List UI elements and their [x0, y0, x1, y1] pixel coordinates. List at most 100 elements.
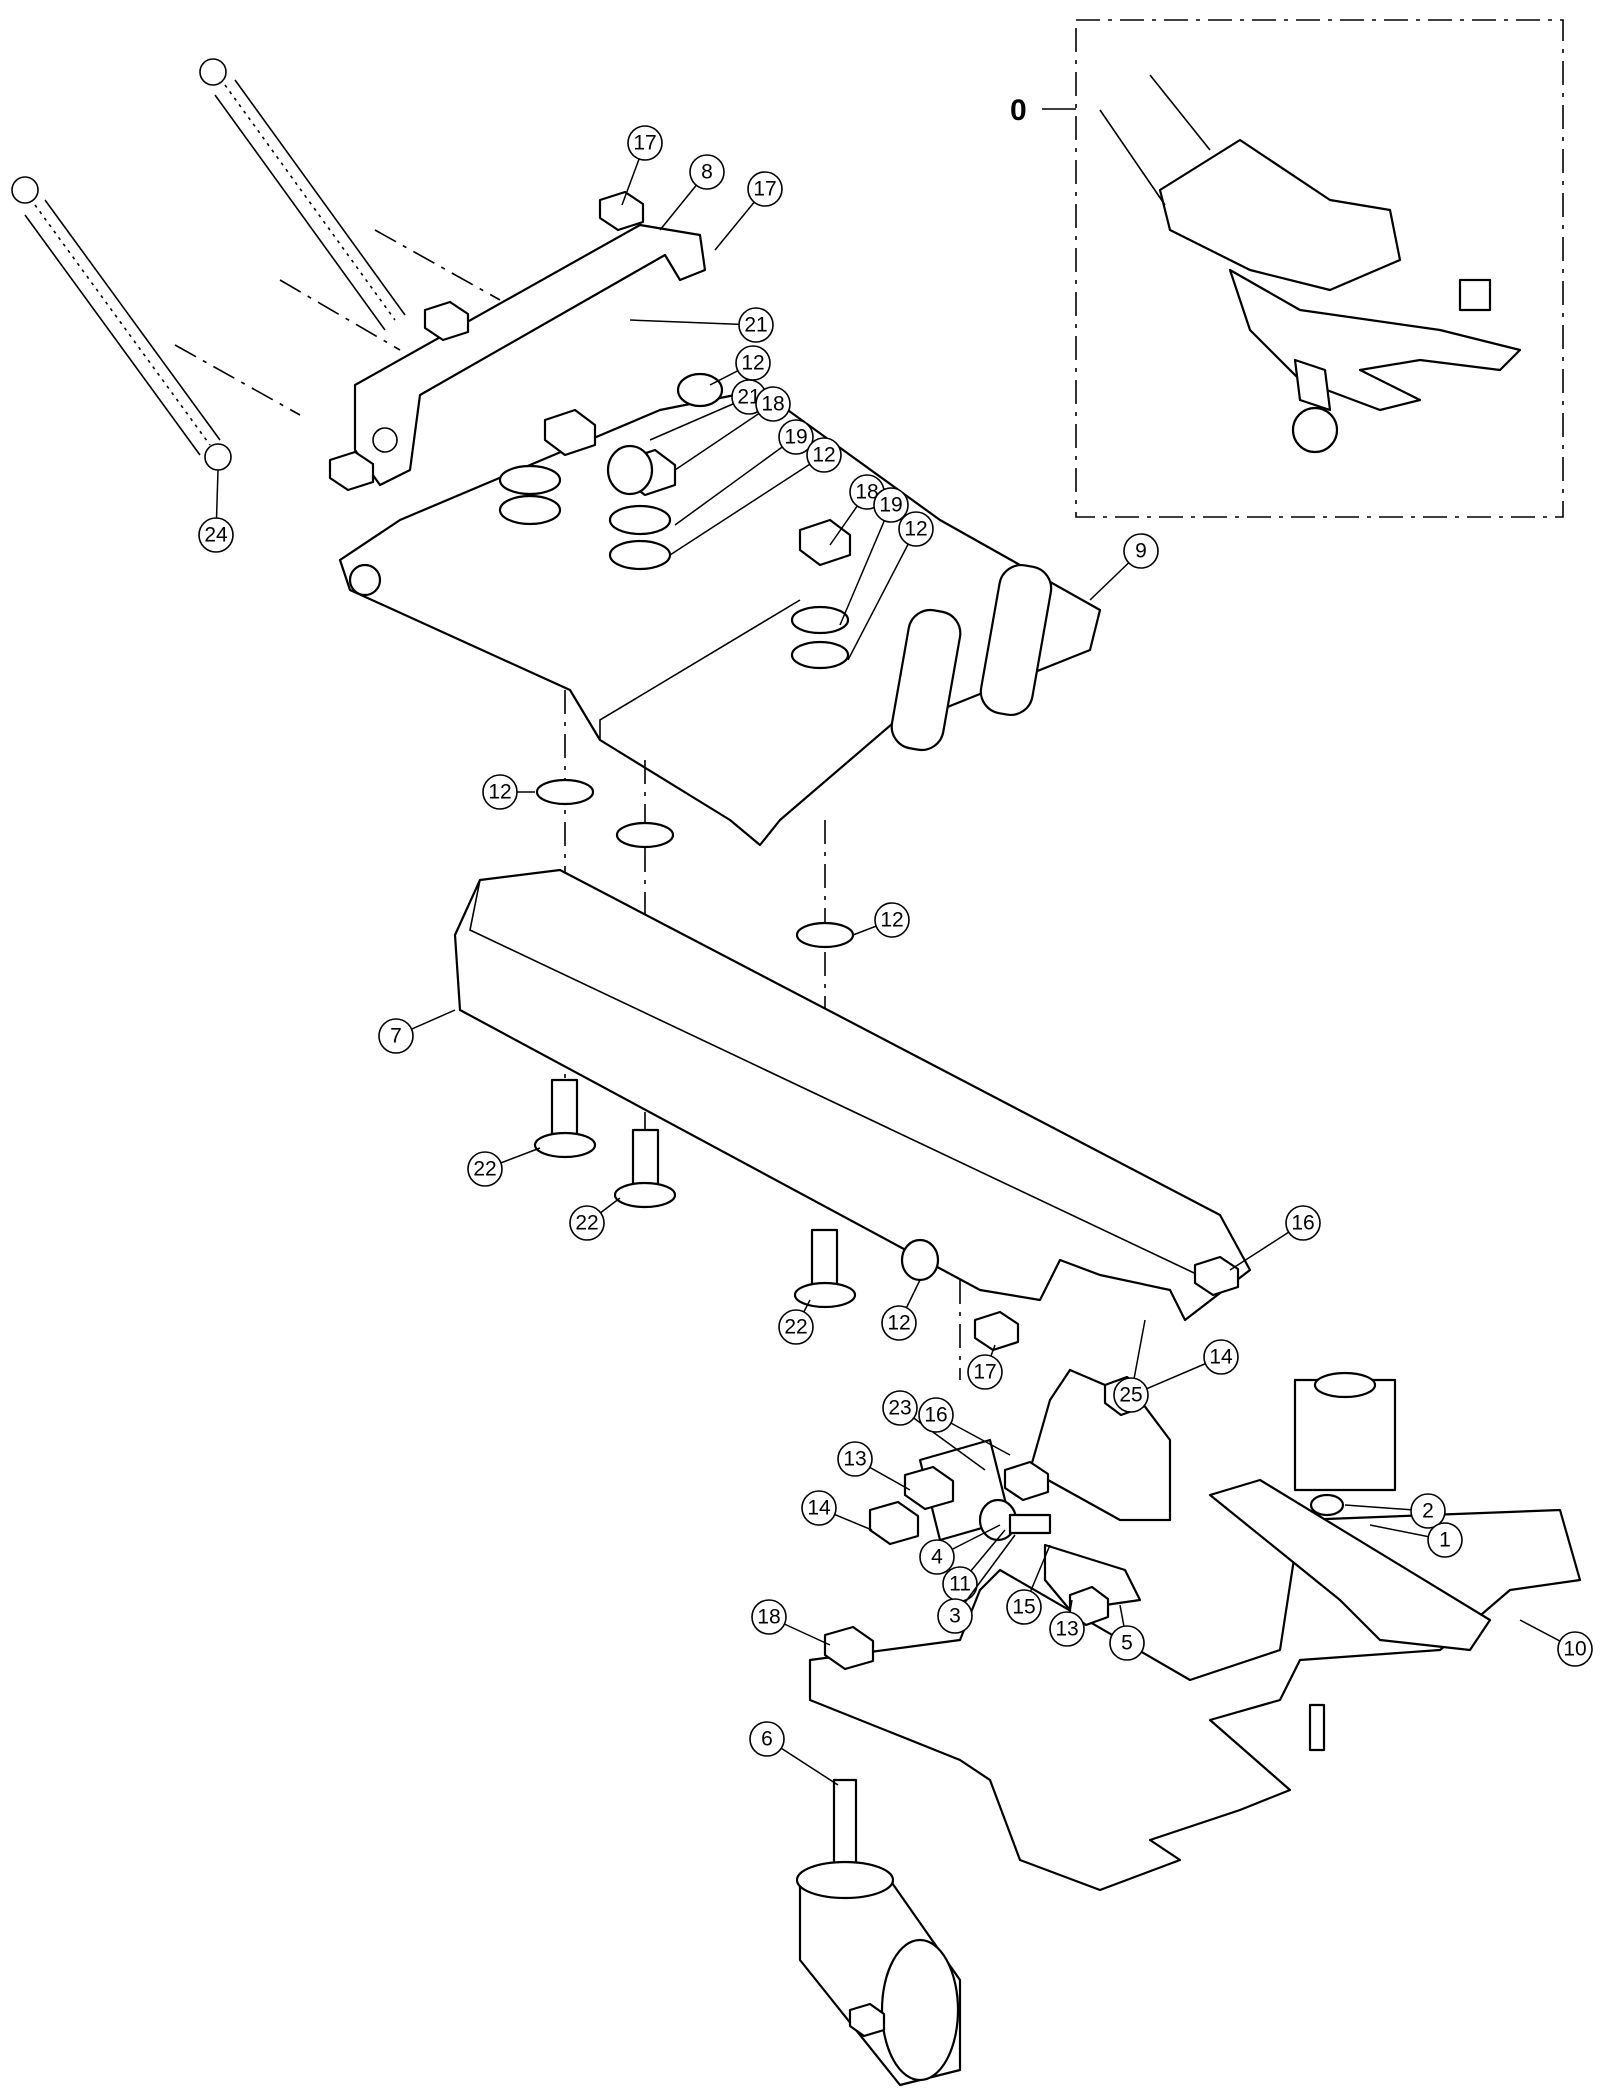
assembly-callout: 0: [1010, 94, 1027, 127]
callout-3: 3: [937, 1534, 1016, 1634]
spring-upper: [199, 58, 406, 331]
callout-18: 18: [829, 474, 885, 546]
callout-circle: [882, 1390, 918, 1426]
callout-number: 3: [949, 1605, 961, 1628]
leader-line: [669, 454, 825, 556]
assembly-inset: 0: [1010, 19, 1564, 518]
callout-number: 25: [1119, 1384, 1142, 1407]
callout-circle: [937, 1598, 973, 1634]
callout-number: 13: [1055, 1618, 1078, 1641]
leader-line: [629, 319, 757, 326]
leader-line: [649, 396, 750, 441]
callout-24: 24: [198, 469, 234, 553]
callout-6: 6: [749, 1721, 839, 1786]
callout-circle: [1427, 1522, 1463, 1558]
callout-number: 15: [1012, 1596, 1035, 1619]
callout-number: 12: [488, 781, 511, 804]
callout-2: 2: [1344, 1493, 1446, 1529]
lower-bracket: [1028, 1368, 1172, 1522]
callout-circle: [873, 487, 909, 523]
callout-13: 13: [1049, 1599, 1085, 1647]
caster-mount: [1293, 1378, 1397, 1492]
callout-circle: [1410, 1493, 1446, 1529]
callout-12: 12: [847, 511, 934, 661]
callout-circle: [778, 1309, 814, 1345]
callout-number: 21: [737, 386, 760, 409]
callout-number: 10: [1563, 1638, 1586, 1661]
callout-circle: [1285, 1205, 1321, 1241]
callout-13: 13: [837, 1441, 911, 1491]
callout-18: 18: [674, 386, 791, 471]
callout-number: 14: [807, 1497, 831, 1520]
callout-5: 5: [1109, 1604, 1145, 1661]
callout-circle: [1113, 1377, 1149, 1413]
callout-circle: [1049, 1611, 1085, 1647]
callout-circle: [198, 517, 234, 553]
callout-15: 15: [1006, 1544, 1051, 1625]
callout-circle: [874, 902, 910, 938]
callout-12: 12: [482, 774, 535, 810]
callout-12: 12: [709, 345, 771, 386]
leader-line: [847, 528, 917, 661]
callout-circle: [778, 419, 814, 455]
callout-number: 8: [701, 161, 713, 184]
callout-number: 2: [1422, 1500, 1434, 1523]
callout-number: 18: [855, 481, 878, 504]
callout-17: 17: [621, 125, 663, 206]
callout-circle: [751, 1599, 787, 1635]
callout-circle: [738, 307, 774, 343]
callout-number: 12: [741, 352, 764, 375]
spring-24: [11, 176, 232, 471]
callout-circle: [1109, 1625, 1145, 1661]
callout-circle: [806, 437, 842, 473]
callout-circle: [898, 511, 934, 547]
callout-circle: [378, 1018, 414, 1054]
callout-number: 22: [575, 1212, 598, 1235]
hardware-upper: [328, 190, 852, 670]
callout-circle: [919, 1539, 955, 1575]
callout-number: 22: [784, 1316, 807, 1339]
wrench: [1208, 1478, 1492, 1652]
callout-number: 16: [924, 1404, 947, 1427]
callout-number: 4: [931, 1546, 943, 1569]
callout-circle: [749, 1721, 785, 1757]
callout-circle: [755, 386, 791, 422]
callout-circle: [467, 1151, 503, 1187]
callout-9: 9: [1089, 533, 1159, 601]
callout-19: 19: [839, 487, 909, 626]
callout-circle: [1006, 1589, 1042, 1625]
callout-number: 5: [1121, 1632, 1133, 1655]
callout-circle: [967, 1354, 1003, 1390]
callout-circle: [747, 171, 783, 207]
callout-25: 25: [1113, 1319, 1149, 1413]
callout-number: 9: [1135, 540, 1147, 563]
callout-4: 4: [919, 1524, 1001, 1575]
caster-wheel-6: [795, 1778, 962, 2087]
callout-circle: [569, 1205, 605, 1241]
callout-number: 6: [761, 1728, 773, 1751]
callout-17: 17: [967, 1344, 1003, 1390]
callout-22: 22: [467, 1147, 541, 1187]
callout-number: 19: [879, 494, 902, 517]
callout-12: 12: [881, 1279, 921, 1341]
callout-19: 19: [674, 419, 814, 526]
callout-number: 17: [633, 132, 656, 155]
adjuster-assembly: [868, 1375, 1145, 1627]
callout-14: 14: [801, 1490, 873, 1531]
callout-number: 14: [1209, 1346, 1233, 1369]
callout-number: 22: [473, 1158, 496, 1181]
callout-circle: [881, 1305, 917, 1341]
callout-22: 22: [569, 1197, 621, 1241]
callout-1: 1: [1369, 1522, 1463, 1558]
callout-number: 11: [949, 1573, 971, 1596]
callout-number: 18: [757, 1606, 780, 1629]
callout-circle: [627, 125, 663, 161]
callout-number: 21: [744, 314, 767, 337]
callout-22: 22: [778, 1299, 814, 1345]
callout-circle: [689, 154, 725, 190]
callout-16: 16: [1229, 1205, 1321, 1271]
callout-number: 12: [880, 909, 903, 932]
callout-circle: [1203, 1339, 1239, 1375]
callout-14: 14: [1124, 1339, 1239, 1399]
leader-line: [839, 504, 892, 626]
